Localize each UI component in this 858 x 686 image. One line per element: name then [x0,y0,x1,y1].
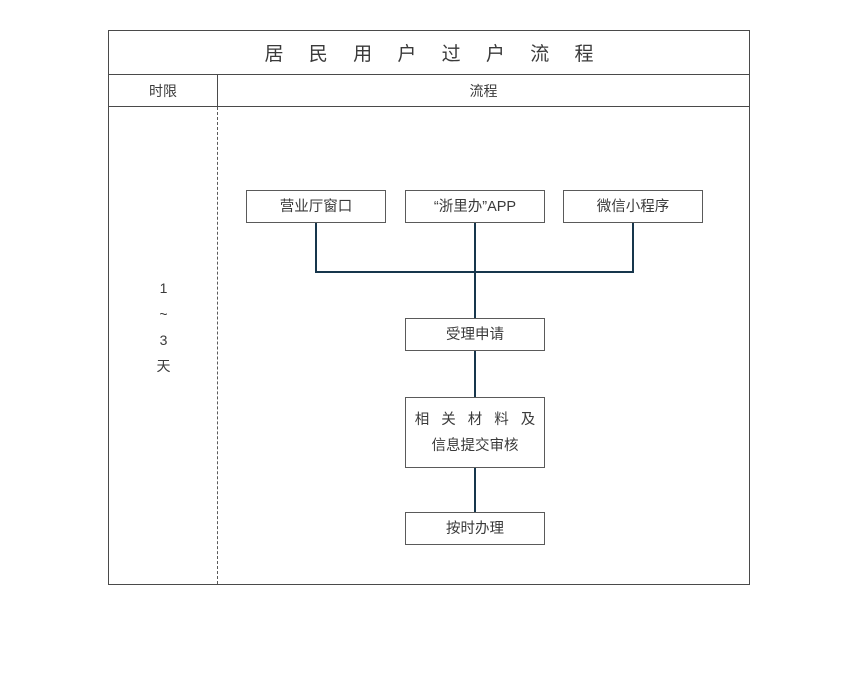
table-body-row: 1 ~ 3 天 营业厅窗口 “浙里办”APP 微信小程序 [109,107,749,584]
duration-line-3: 3 [159,332,168,348]
flow-node-label: “浙里办”APP [433,198,517,215]
flow-node-label: 受理申请 [446,326,504,343]
flow-node-materials-review[interactable]: 相 关 材 料 及 信息提交审核 [405,397,545,468]
flowchart: 营业厅窗口 “浙里办”APP 微信小程序 受理申请 相 关 材 料 及 信息提交 [218,107,749,584]
duration-line-4: 天 [156,358,171,374]
duration-line-2: ~ [159,306,168,322]
flow-node-accept-application[interactable]: 受理申请 [405,318,545,351]
table-title-row: 居 民 用 户 过 户 流 程 [109,31,749,75]
flow-node-on-time-processing[interactable]: 按时办理 [405,512,545,545]
edge-accept-to-review [474,350,476,398]
page-title: 居 民 用 户 过 户 流 程 [264,44,604,65]
column-divider-dashed [217,107,218,584]
table-header-row: 时限 流程 [109,75,749,107]
flow-node-label: 营业厅窗口 [279,198,353,215]
edge-merge-to-accept [474,271,476,319]
flow-node-label: 按时办理 [446,520,504,537]
process-table: 居 民 用 户 过 户 流 程 时限 流程 1 ~ 3 天 营业厅窗口 “浙里办… [108,30,750,585]
flow-node-zhelib-app[interactable]: “浙里办”APP [405,190,545,223]
flow-node-label: 微信小程序 [596,198,670,215]
flow-node-label-line-1: 相 关 材 料 及 [414,411,540,428]
edge-zhelib-down [474,223,476,272]
edge-business-hall-down [315,223,317,272]
flow-node-label-line-2: 信息提交审核 [431,437,519,454]
column-header-time-limit: 时限 [109,75,218,106]
flow-node-wechat-miniprogram[interactable]: 微信小程序 [563,190,703,223]
column-header-process: 流程 [218,75,749,106]
edge-wechat-down [632,223,634,272]
edge-review-to-process [474,467,476,513]
duration-line-1: 1 [159,280,168,296]
column-header-time-limit-label: 时限 [149,82,177,99]
duration-value: 1 ~ 3 天 [109,275,218,379]
flow-node-business-hall-window[interactable]: 营业厅窗口 [246,190,386,223]
column-header-process-label: 流程 [469,82,498,99]
